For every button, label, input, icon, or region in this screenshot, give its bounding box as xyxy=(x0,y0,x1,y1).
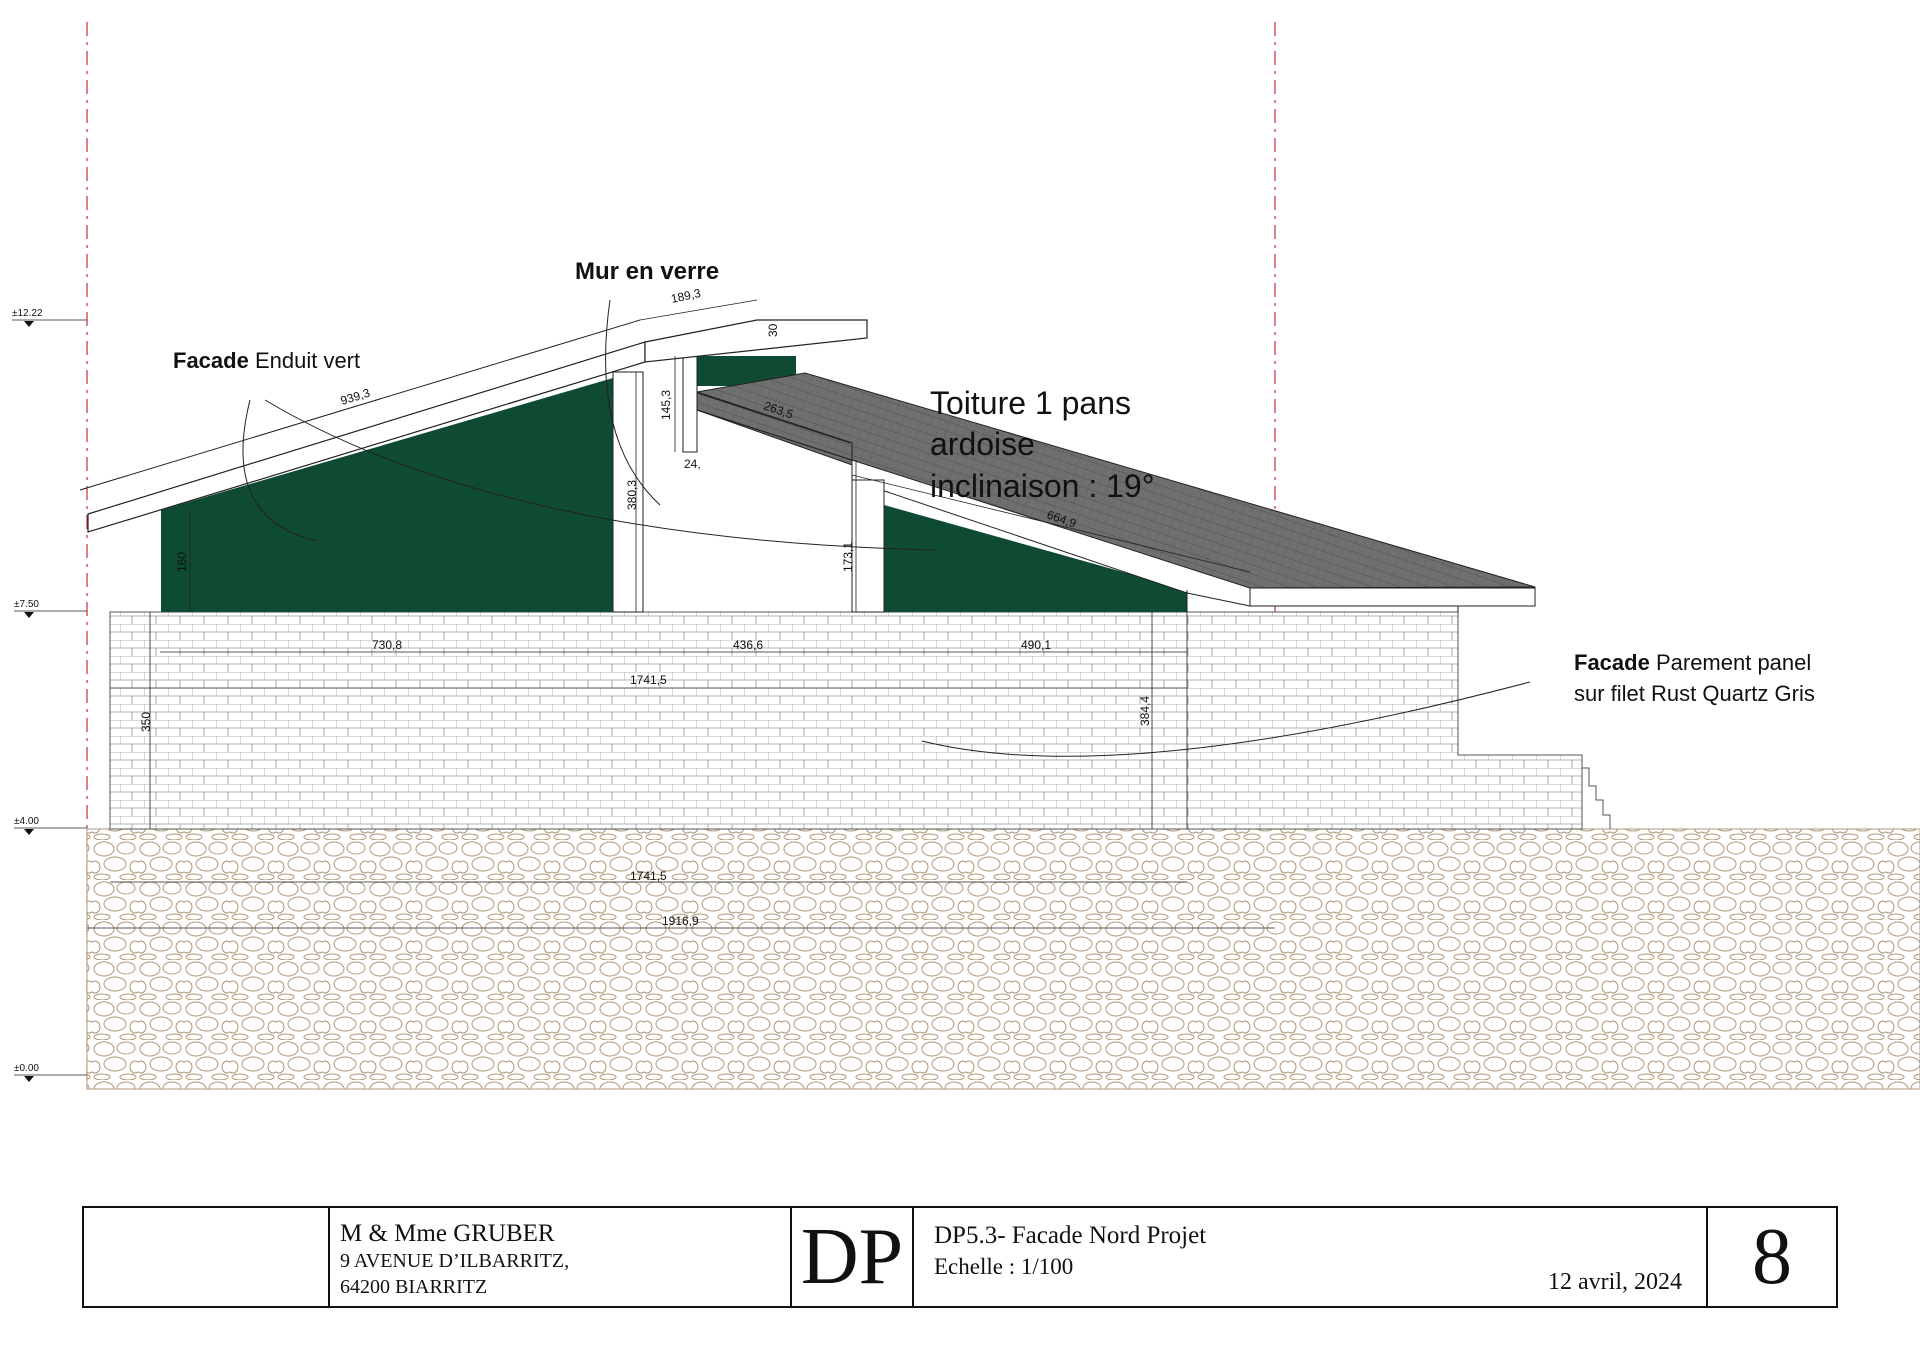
page-number: 8 xyxy=(1752,1212,1792,1301)
svg-text:±4.00: ±4.00 xyxy=(14,816,39,827)
dim-436-6: 436,6 xyxy=(733,638,763,652)
stone-ground xyxy=(86,828,1920,1090)
level-marker-000: ±0.00 xyxy=(14,1063,87,1082)
dim-490-1: 490,1 xyxy=(1021,638,1051,652)
drawing-scale: Echelle : 1/100 xyxy=(934,1254,1074,1279)
label-facade-parement-line1: Facade Parement panel xyxy=(1574,650,1811,675)
drawing-title: DP5.3- Facade Nord Projet xyxy=(934,1222,1207,1249)
dim-145-3: 145,3 xyxy=(659,390,673,420)
label-toiture-line1: Toiture 1 pans xyxy=(930,385,1131,421)
green-render-block-left xyxy=(161,378,613,612)
dim-384-4: 384,4 xyxy=(1138,696,1152,726)
title-block-drawing-info: DP5.3- Facade Nord Projet Echelle : 1/10… xyxy=(914,1208,1708,1306)
dim-1741-5-lower: 1741,5 xyxy=(630,869,667,883)
level-marker-400: ±4.00 xyxy=(14,816,87,835)
dim-939-3: 939,3 xyxy=(339,386,372,408)
green-render-block-right xyxy=(884,505,1187,612)
pillar xyxy=(851,479,885,613)
label-mur-en-verre: Mur en verre xyxy=(575,258,719,285)
level-marker-750: ±7.50 xyxy=(14,599,87,618)
leader-lines xyxy=(242,299,1531,757)
client-address-line1: 9 AVENUE D’ILBARRITZ, xyxy=(340,1250,570,1272)
dim-730-8: 730,8 xyxy=(372,638,402,652)
dim-30: 30 xyxy=(766,323,780,337)
dim-24: 24, xyxy=(684,457,701,471)
dim-1741-5-upper: 1741,5 xyxy=(630,673,667,687)
client-address-line2: 64200 BIARRITZ xyxy=(340,1276,488,1298)
title-block: M & Mme GRUBER 9 AVENUE D’ILBARRITZ, 642… xyxy=(82,1206,1838,1308)
dim-160: 160 xyxy=(175,552,189,572)
upper-flat-roof xyxy=(644,319,868,363)
brick-facade-wall xyxy=(109,611,1583,830)
svg-text:±0.00: ±0.00 xyxy=(14,1063,39,1074)
title-block-client: M & Mme GRUBER 9 AVENUE D’ILBARRITZ, 642… xyxy=(330,1208,792,1306)
svg-text:±7.50: ±7.50 xyxy=(14,599,39,610)
dim-380-3: 380,3 xyxy=(625,480,639,510)
steps xyxy=(1582,767,1611,829)
glass-wall-post-mid xyxy=(682,355,698,453)
title-block-empty-cell xyxy=(84,1208,330,1306)
client-name: M & Mme GRUBER xyxy=(340,1220,555,1247)
label-facade-parement-line2: sur filet Rust Quartz Gris xyxy=(1574,681,1815,706)
dim-350: 350 xyxy=(139,712,153,732)
svg-text:±12.22: ±12.22 xyxy=(12,308,43,319)
label-toiture-line2: ardoise xyxy=(930,426,1035,462)
glass-wall-post-left xyxy=(612,371,644,613)
dp-logo: DP xyxy=(792,1208,914,1306)
drawing-date: 12 avril, 2024 xyxy=(1548,1269,1682,1295)
dimension-lines xyxy=(87,299,1275,929)
dim-173-1: 173,1 xyxy=(841,542,855,572)
dim-1916-9: 1916,9 xyxy=(662,914,699,928)
label-facade-enduit-vert: Facade Enduit vert xyxy=(173,348,360,373)
dim-189-3: 189,3 xyxy=(670,286,703,306)
level-marker-1222: ±12.22 xyxy=(12,308,87,327)
label-toiture-line3: inclinaison : 19° xyxy=(930,468,1154,504)
